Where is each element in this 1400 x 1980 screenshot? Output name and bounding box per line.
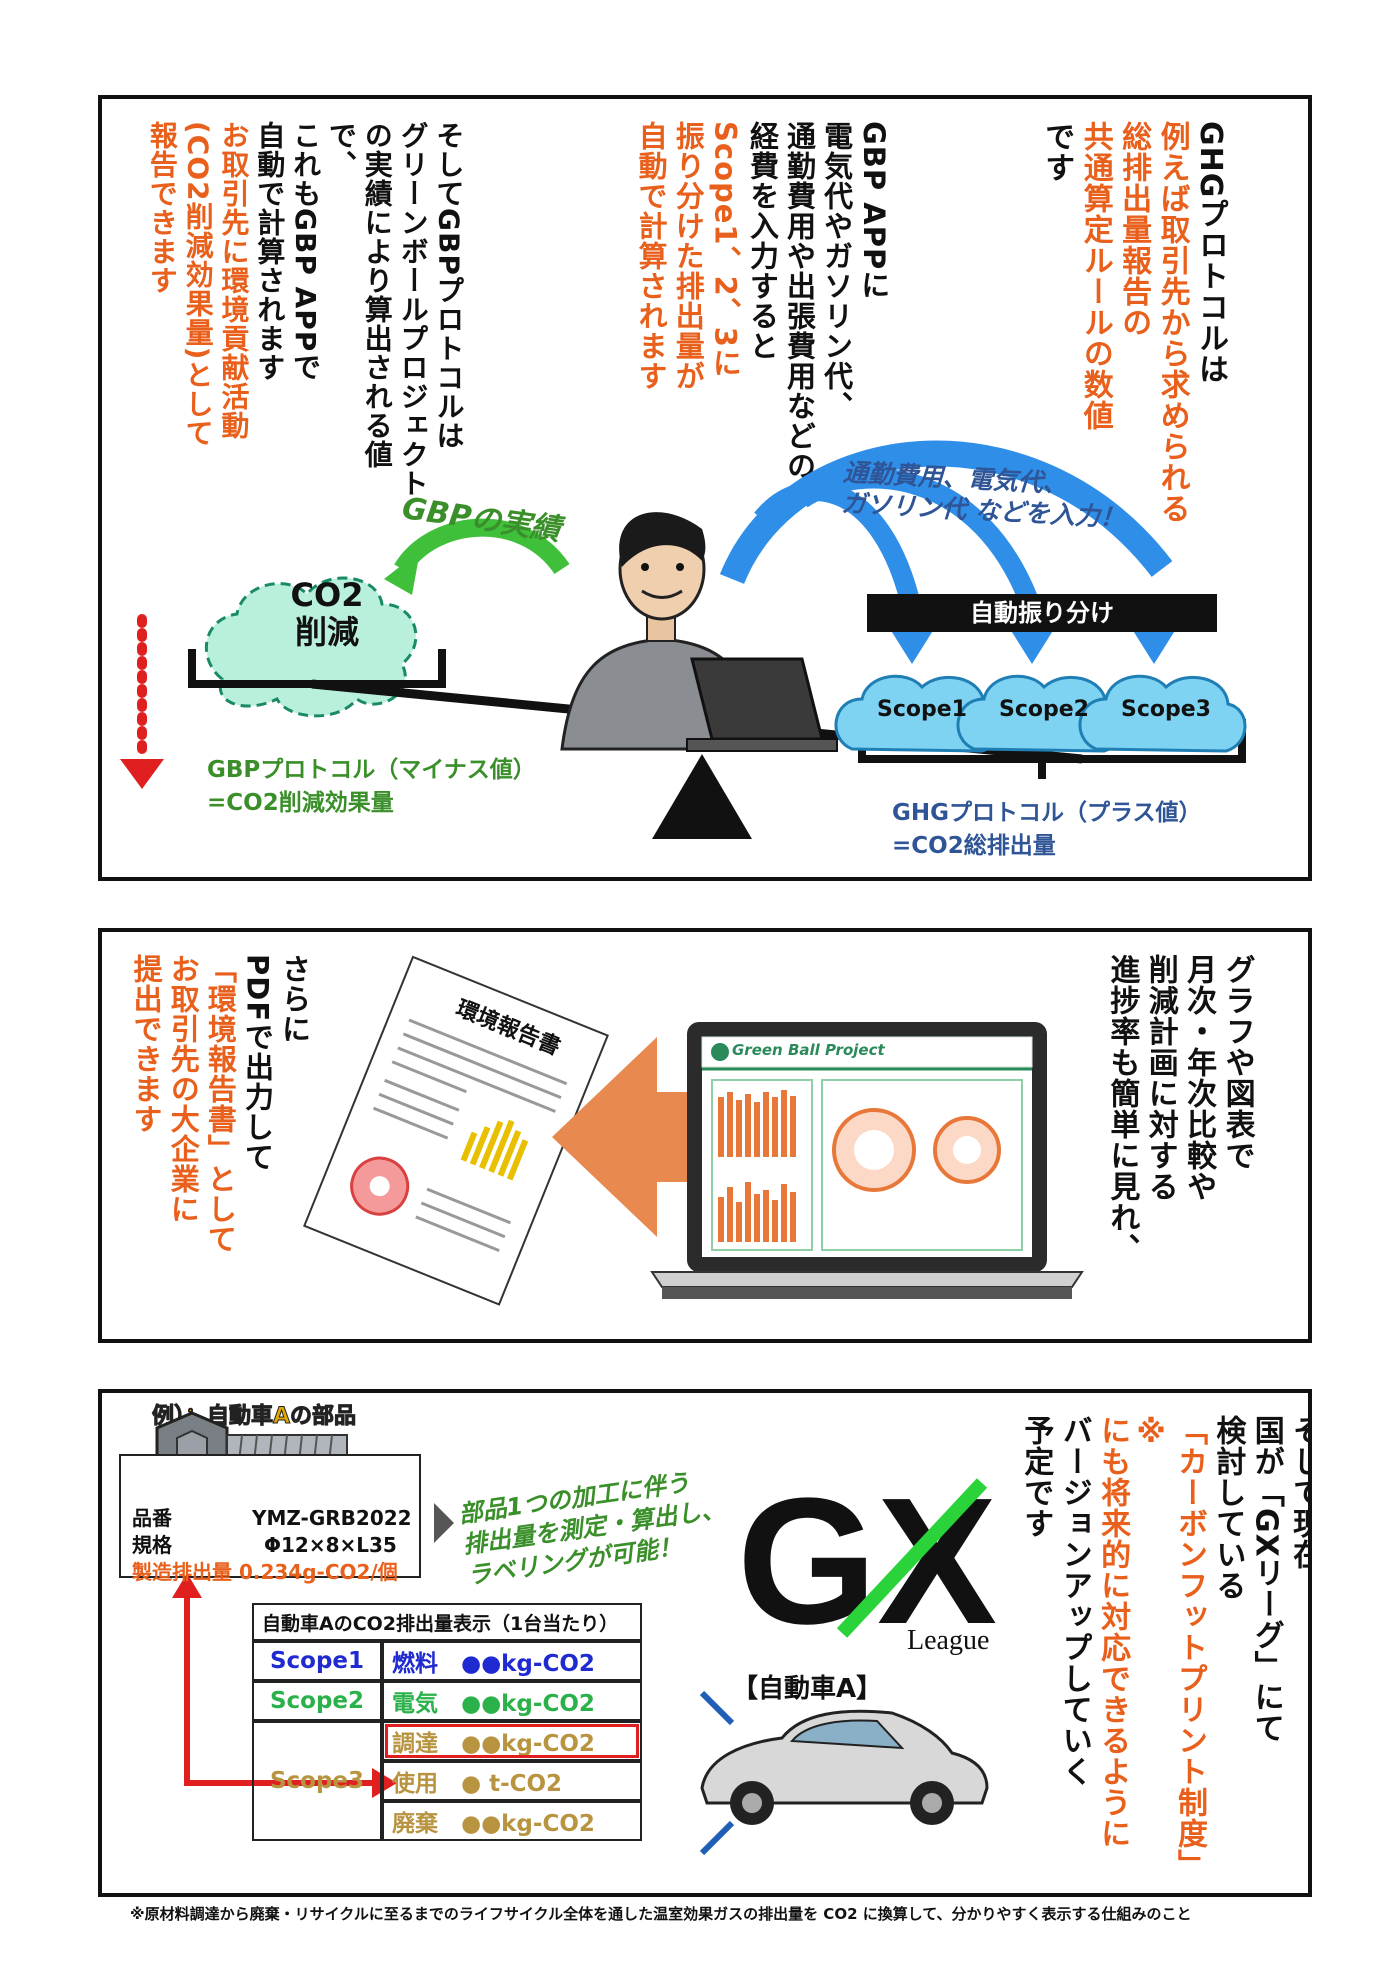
car-illustration <box>699 1690 989 1856</box>
input-arrow-scope1 <box>754 481 922 612</box>
auto-allocation-label: 自動振り分け <box>867 594 1217 632</box>
ghg-caption: GHGプロトコル（プラス値） =CO2総排出量 <box>892 800 1202 860</box>
gx-league-sub: League <box>907 1625 990 1656</box>
part-number: YMZ-GRB2022 <box>252 1506 412 1530</box>
part-spec-label: 規格 <box>132 1533 172 1557</box>
brand-logo-icon <box>711 1043 729 1061</box>
svg-text:GX: GX <box>737 1461 997 1662</box>
pointer-triangle <box>434 1503 454 1543</box>
part-no-label: 品番 <box>132 1506 172 1530</box>
panel-ghg-gbp-balance: GHGプロトコルは 例えば取引先から求められる 総排出量報告の 共通算定ルールの… <box>98 95 1312 881</box>
part-info: 品番 YMZ-GRB2022 規格 Φ12×8×L35 製造排出量 0.234g-C… <box>132 1505 412 1586</box>
table-row: 使用 ● t-CO2 <box>252 1761 642 1801</box>
co2-emission-table: 自動車AのCO2排出量表示（1台当たり） Scope1 燃料 ●●kg-CO2 … <box>252 1603 642 1841</box>
fulcrum <box>652 754 752 839</box>
text-ghg-explanation: GHGプロトコルは 例えば取引先から求められる 総排出量報告の 共通算定ルールの… <box>1039 121 1228 524</box>
gbp-caption: GBPプロトコル（マイナス値） =CO2削減効果量 <box>207 757 536 817</box>
table-row: 廃棄 ●●kg-CO2 <box>252 1801 642 1841</box>
text-graph-explanation: グラフや図表で 月次・年次比較や 削減計画に対する 進捗率も簡単に見れ、 <box>1104 954 1255 1264</box>
red-connector <box>184 1583 372 1786</box>
app-brand: Green Ball Project <box>732 1041 885 1059</box>
output-arrow <box>552 1037 752 1237</box>
table-title-row: 自動車AのCO2排出量表示（1台当たり） <box>252 1603 642 1641</box>
input-arrow-curve <box>719 440 1173 585</box>
input-arrow-scope2 <box>796 468 1042 613</box>
scope-cloud-3 <box>1078 674 1247 753</box>
gbp-arrowhead <box>384 551 420 595</box>
table-row: Scope2 電気 ●●kg-CO2 <box>252 1681 642 1721</box>
table-row: Scope1 燃料 ●●kg-CO2 <box>252 1641 642 1681</box>
gbp-arrow <box>394 518 570 575</box>
car-label: 【自動車A】 <box>732 1674 883 1704</box>
table-title: 自動車AのCO2排出量表示（1台当たり） <box>252 1603 642 1641</box>
text-gbp-explanation: そしてGBPプロトコルは グリーンボールプロジェクト の実績により算出される値で… <box>145 121 466 498</box>
table-row: Scope3 調達 ●●kg-CO2 <box>252 1721 642 1841</box>
text-pdf-explanation: さらに PDFで出力して 「環境報告書」として お取引先の大企業に 提出できます <box>129 954 312 1254</box>
report-illustration <box>303 955 1084 1306</box>
part-emission: 製造排出量 0.234g-CO2/個 <box>132 1560 398 1584</box>
report-document <box>303 955 609 1306</box>
arrowhead-scope2 <box>1010 629 1054 664</box>
balance-illustration <box>120 440 1247 839</box>
laptop-dashboard <box>650 1022 1084 1299</box>
scope-label-1: Scope1 <box>877 697 967 722</box>
co2-cloud-label: CO2 削減 <box>290 576 364 651</box>
arrowhead-scope1 <box>890 629 934 664</box>
footnote: ※原材料調達から廃棄・リサイクルに至るまでのライフサイクル全体を通した温室効果ガ… <box>130 1905 1192 1923</box>
part-spec: Φ12×8×L35 <box>264 1533 397 1557</box>
scope-label-3: Scope3 <box>1121 697 1211 722</box>
down-arrowhead <box>120 759 164 789</box>
arrowhead-scope3 <box>1132 629 1176 664</box>
text-gx-explanation: そして現在 国が「GXリーグ」にて 検討している 「カーボンフットプリント制度」… <box>1018 1415 1312 1880</box>
part-info-box <box>119 1454 421 1578</box>
panel-report-output: グラフや図表で 月次・年次比較や 削減計画に対する 進捗率も簡単に見れ、 さらに… <box>98 928 1312 1343</box>
gx-league-logo: GX <box>737 1461 997 1662</box>
scope-label-2: Scope2 <box>999 697 1089 722</box>
person-with-laptop <box>560 512 838 752</box>
panel-carbon-footprint: そして現在 国が「GXリーグ」にて 検討している 「カーボンフットプリント制度」… <box>98 1389 1312 1897</box>
panel3-illustration: GX <box>119 1411 997 1856</box>
text-app-explanation: GBP APPに 電気代やガソリン代、 通勤費用や出張費用などの 経費を入力する… <box>634 121 891 481</box>
